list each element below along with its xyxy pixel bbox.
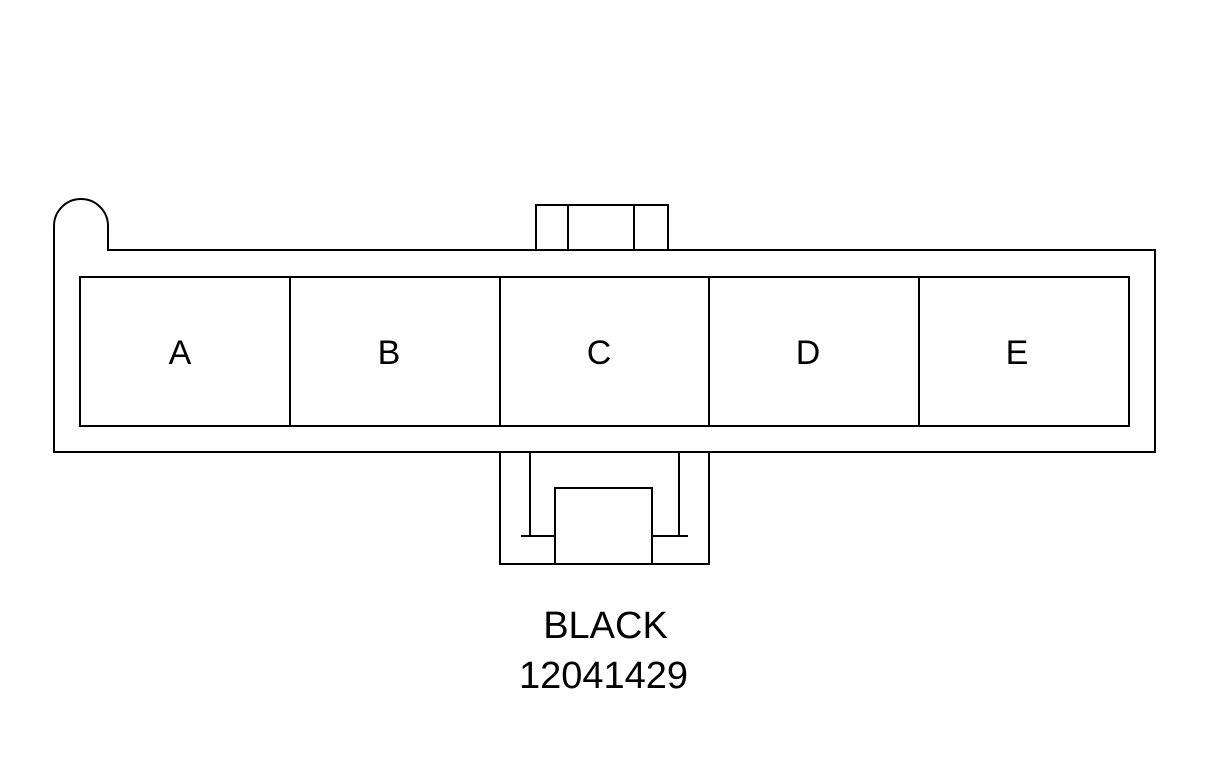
- connector-color-label: BLACK: [543, 605, 668, 647]
- top-latch: [535, 204, 669, 251]
- cavity-label-c: C: [587, 334, 612, 372]
- cavity-label-a: A: [169, 334, 192, 372]
- connector-housing-outline: [53, 198, 1156, 453]
- cavity-frame: [79, 276, 1130, 427]
- cavity-label-d: D: [796, 334, 821, 372]
- bottom-lock: [499, 452, 710, 565]
- connector-part-number: 12041429: [518, 655, 689, 697]
- cavity-label-b: B: [378, 334, 401, 372]
- cavity-label-e: E: [1006, 334, 1029, 372]
